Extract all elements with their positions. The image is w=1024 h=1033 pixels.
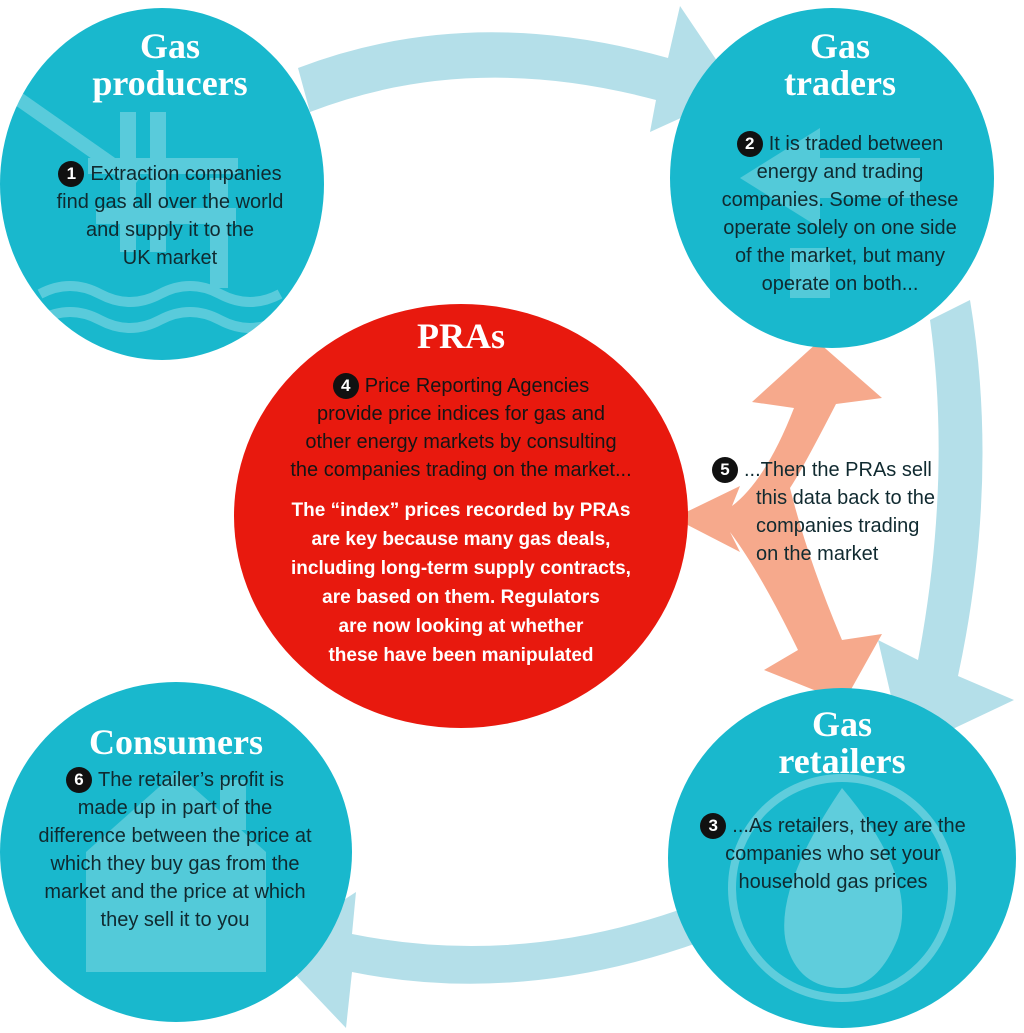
title-consumers: Consumers bbox=[88, 722, 263, 762]
node-consumers: Consumers 6 The retailer’s profit is made… bbox=[0, 682, 352, 1022]
text-line: are key because many gas deals, bbox=[311, 529, 611, 550]
house-icon bbox=[86, 772, 266, 972]
trading-arrows-icon bbox=[740, 128, 920, 298]
text-line: provide price indices for gas and bbox=[317, 403, 605, 425]
text-segment: ...Then the PRAs sell bbox=[744, 459, 932, 481]
text-segment: It is traded between bbox=[768, 133, 944, 155]
text-line: which they buy gas from the bbox=[50, 853, 300, 875]
text-line: difference between the price at bbox=[38, 825, 312, 847]
text-consumers: 6 The retailer’s profit is made up in par… bbox=[10, 766, 340, 934]
title-line: retailers bbox=[778, 741, 906, 781]
title-pras: PRAs bbox=[417, 316, 505, 356]
text-line: The “index” prices recorded by PRAs bbox=[291, 500, 631, 521]
annotation-pras-sell-data: 5 ...Then the PRAs sell this data back to… bbox=[712, 456, 1002, 568]
text-line: 6 The retailer’s profit is bbox=[10, 766, 340, 794]
text-line: they sell it to you bbox=[100, 909, 250, 931]
text-line: of the market, but many bbox=[734, 245, 946, 267]
oil-rig-icon bbox=[9, 26, 283, 333]
text-line: including long-term supply contracts, bbox=[291, 558, 631, 579]
text-line: companies trading bbox=[756, 515, 920, 537]
text-segment: Price Reporting Agencies bbox=[364, 375, 590, 397]
title-line: Gas bbox=[139, 26, 200, 66]
title-gas-traders: Gas traders bbox=[710, 28, 970, 102]
arrow-retailers-to-consumers bbox=[270, 892, 700, 1028]
text-segment: ...As retailers, they are the bbox=[732, 815, 966, 837]
text-line: operate solely on one side bbox=[723, 217, 957, 239]
step-number-badge: 5 bbox=[712, 457, 738, 483]
node-gas-retailers: Gas retailers 3...As retailers, they are… bbox=[668, 688, 1016, 1028]
text-line: 5 ...Then the PRAs sell bbox=[712, 456, 1002, 484]
text-line: are now looking at whether bbox=[338, 616, 584, 637]
title-line: Gas bbox=[809, 26, 870, 66]
step-number-badge: 1 bbox=[58, 161, 85, 187]
arrow-traders-to-retailers bbox=[878, 300, 1014, 752]
text-line: other energy markets by consulting bbox=[305, 431, 617, 453]
text-line: operate on both... bbox=[761, 273, 919, 295]
arrow-producers-to-traders bbox=[298, 6, 738, 132]
title-line: Gas bbox=[811, 704, 872, 744]
text-line: UK market bbox=[122, 247, 218, 269]
title-gas-producers: Gas producers bbox=[40, 28, 300, 102]
text-line: this data back to the bbox=[756, 487, 936, 509]
step-number-badge: 4 bbox=[332, 373, 359, 399]
text-line: companies who set your bbox=[725, 843, 941, 865]
text-line: these have been manipulated bbox=[328, 645, 594, 666]
title-line: producers bbox=[92, 63, 248, 103]
text-line: 3...As retailers, they are the bbox=[668, 812, 998, 840]
step-number-badge: 3 bbox=[700, 813, 727, 839]
text-line: energy and trading bbox=[756, 161, 924, 183]
text-line: and supply it to the bbox=[86, 219, 254, 241]
gas-burner-icon bbox=[728, 774, 956, 1002]
text-line: market and the price at which bbox=[44, 881, 306, 903]
text-line: made up in part of the bbox=[77, 797, 273, 819]
text-line: on the market bbox=[756, 543, 879, 565]
text-line: the companies trading on the market... bbox=[290, 459, 632, 481]
text-line: companies. Some of these bbox=[721, 189, 959, 211]
text-gas-retailers: 3...As retailers, they are the companies… bbox=[668, 812, 998, 896]
text-line: household gas prices bbox=[738, 871, 928, 893]
text-segment: The retailer’s profit is bbox=[98, 769, 284, 791]
text-line: are based on them. Regulators bbox=[322, 587, 600, 608]
title-gas-retailers: Gas retailers bbox=[712, 706, 972, 780]
text-pras-detail: The “index” prices recorded by PRAs are … bbox=[234, 496, 688, 670]
text-segment: Extraction companies bbox=[90, 163, 282, 185]
arrow-pras-exchange bbox=[674, 342, 882, 702]
text-line: find gas all over the world bbox=[56, 191, 284, 213]
title-line: traders bbox=[784, 63, 896, 103]
step-number-badge: 2 bbox=[736, 131, 763, 157]
step-number-badge: 6 bbox=[66, 767, 92, 793]
